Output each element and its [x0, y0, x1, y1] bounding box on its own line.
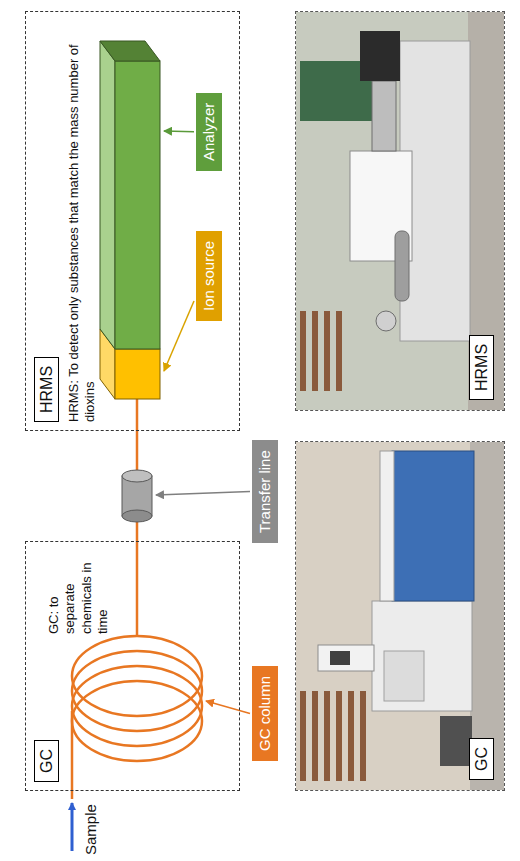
ms-cabinet — [392, 451, 474, 601]
wall — [296, 12, 504, 410]
wall — [296, 442, 504, 790]
input-label: Sample — [82, 804, 99, 855]
analyzer-side — [100, 41, 160, 61]
photo-frame: GC — [295, 441, 505, 791]
photo-tag: HRMS — [469, 335, 494, 400]
chair — [440, 716, 472, 766]
part-label: GC column — [252, 666, 278, 761]
coil-loop — [72, 651, 202, 731]
cylinder-end — [122, 470, 152, 482]
leader-line — [206, 701, 250, 713]
part-label: Analyzer — [196, 93, 222, 171]
autosampler — [318, 645, 374, 671]
leader-line — [164, 301, 194, 371]
hrms-photo — [296, 12, 504, 410]
coil-loop — [72, 636, 202, 716]
window-blinds — [300, 691, 366, 781]
section-note: HRMS: To detect only substances that mat… — [66, 22, 99, 422]
part-label: Transfer line — [252, 440, 278, 543]
ion-source-part — [376, 311, 396, 331]
leader-line — [156, 492, 250, 495]
sample-arrow — [71, 803, 74, 851]
hrms-section: HRMS HRMS: To detect only substances that… — [25, 11, 240, 431]
analyzer-front — [115, 61, 160, 349]
part-name: GC column — [256, 676, 273, 751]
photo-frame: HRMS — [295, 11, 505, 411]
ion-source-front — [115, 349, 160, 399]
autosampler-part — [330, 651, 350, 665]
hrms-prism — [100, 41, 160, 399]
section-tag: HRMS — [34, 357, 59, 422]
detector — [372, 81, 396, 151]
part-name: Analyzer — [200, 103, 217, 161]
floor — [468, 12, 504, 410]
gc-door — [384, 651, 424, 701]
cylinder-end — [122, 510, 152, 522]
gc-column-coil — [72, 636, 202, 761]
gc-photo — [296, 442, 504, 790]
monitor — [360, 31, 400, 81]
cabinet-top — [380, 451, 394, 601]
window-blinds — [300, 311, 342, 391]
analyzer-top — [100, 41, 115, 349]
part-name: Transfer line — [256, 450, 273, 533]
section-note: GC: to separate chemicals in time — [46, 548, 111, 634]
transfer-line-cylinder — [122, 470, 152, 522]
section-tag: GC — [34, 740, 59, 782]
leader-line — [164, 130, 194, 132]
flight-tube — [395, 231, 409, 301]
photo-tag: GC — [469, 738, 494, 780]
gc-oven — [372, 601, 472, 711]
part-label: Ion source — [196, 231, 222, 321]
gc-section: GC GC: to separate chemicals in time — [25, 541, 240, 791]
part-name: Ion source — [200, 241, 217, 311]
